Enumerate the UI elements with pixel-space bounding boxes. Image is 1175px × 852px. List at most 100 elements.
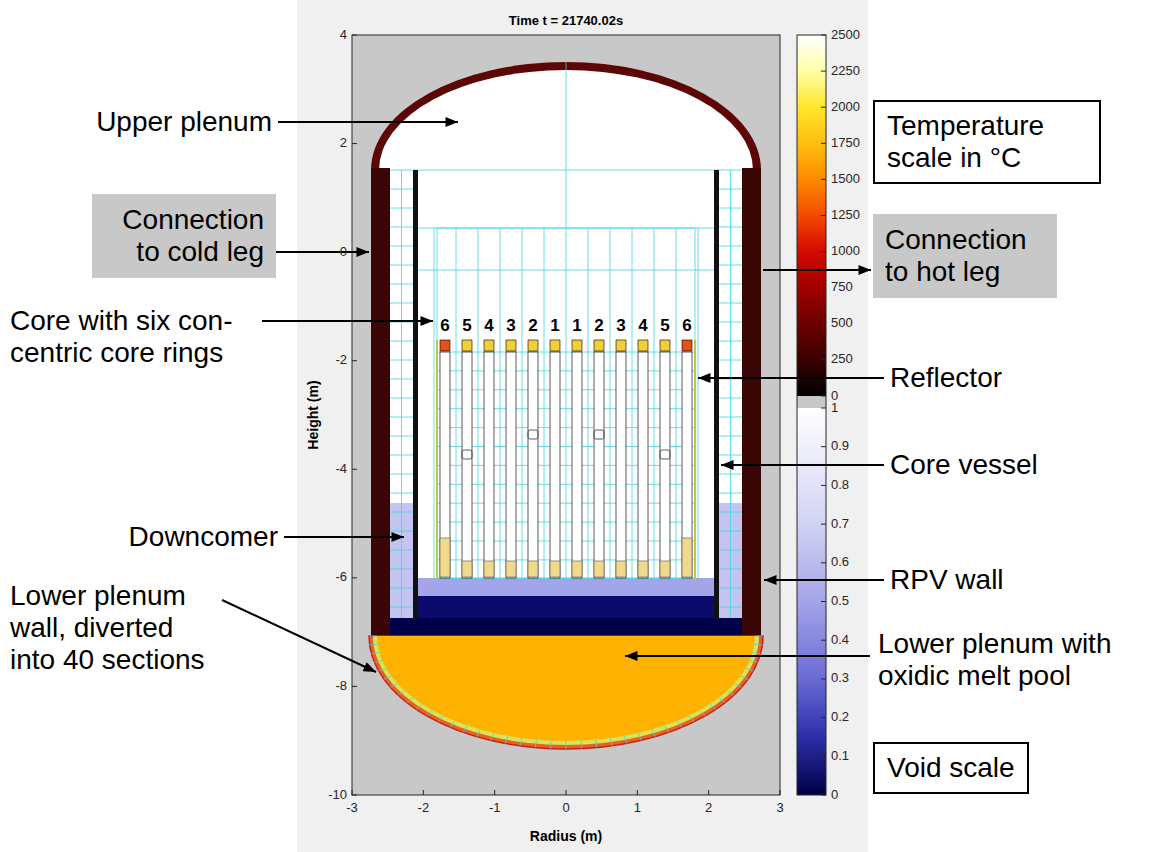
leader-arrow <box>721 464 884 466</box>
reflector-line <box>694 340 696 580</box>
core-ring-number: 2 <box>594 316 603 336</box>
tick-mark <box>821 485 826 486</box>
tick-mark <box>821 396 826 397</box>
fuel-column <box>660 352 670 578</box>
mesh-grid <box>632 228 633 578</box>
tick-mark <box>821 179 826 180</box>
fuel-column <box>572 352 582 578</box>
core-ring-number: 3 <box>506 316 515 336</box>
lower-head-section-line <box>638 733 641 740</box>
fuel-top-cap <box>528 340 538 351</box>
mesh-grid <box>566 228 567 578</box>
core-vessel-wall <box>413 170 418 620</box>
colorbar-frame <box>797 35 826 795</box>
mesh-grid <box>730 170 731 620</box>
tick-mark <box>352 35 357 36</box>
lower-head-section-line <box>689 716 694 722</box>
box-text: Connection to cold leg <box>104 204 264 268</box>
core-ring-number: 2 <box>528 316 537 336</box>
spacer-mark <box>462 450 472 459</box>
colorbar-tick-label: 1000 <box>831 244 860 259</box>
lower-head-section-line <box>384 676 391 679</box>
lower-head-section-line <box>369 636 377 637</box>
part-label: Downcomer <box>129 521 278 553</box>
axis-tick-label: 1 <box>634 801 641 816</box>
lower-head-section-line <box>750 661 758 663</box>
fuel-bottom <box>616 561 626 577</box>
part-label: Core vessel <box>890 449 1038 481</box>
lower-head-section-line <box>438 716 443 722</box>
lower-head-section-line <box>734 684 741 688</box>
leader-arrow <box>262 320 433 322</box>
axis-tick-label: 0 <box>562 801 569 816</box>
fuel-bottom <box>594 561 604 577</box>
axes-background <box>352 35 780 795</box>
part-label: Reflector <box>890 362 1002 394</box>
colorbar-tick-label: 1750 <box>831 136 860 151</box>
lower-head-section-line <box>369 636 763 749</box>
core-vessel-wall <box>714 170 719 620</box>
colorbar-tick-label: 0.4 <box>831 633 849 648</box>
rpv-wall <box>742 168 761 636</box>
tick-mark <box>821 287 826 288</box>
mesh-grid <box>437 578 695 579</box>
tick-mark <box>780 790 781 795</box>
colorbar-tick-label: 2000 <box>831 100 860 115</box>
leader-arrow <box>222 600 376 672</box>
lower-head-section-line <box>665 726 669 733</box>
lower-head-section-line <box>652 730 656 737</box>
fuel-bottom <box>638 561 648 577</box>
fuel-column <box>682 352 692 578</box>
tick-mark <box>352 360 357 361</box>
tick-mark <box>821 601 826 602</box>
mesh-grid <box>676 228 677 578</box>
core-ring-number: 5 <box>462 316 471 336</box>
core-ring-number: 4 <box>484 316 493 336</box>
fuel-top-cap <box>638 340 648 351</box>
lower-head-section-line <box>463 726 467 733</box>
core-bottom-water <box>418 578 714 596</box>
colorbar-tick-label: 750 <box>831 280 853 295</box>
lower-head-section-line <box>550 741 552 749</box>
lower-head-section-line <box>505 736 507 744</box>
tick-mark <box>821 795 826 796</box>
lower-head-section-line <box>398 691 405 695</box>
colorbar-gap <box>797 396 826 408</box>
tick-mark <box>352 686 357 687</box>
fuel-top-cap <box>484 340 494 351</box>
tick-mark <box>352 35 826 795</box>
leader-arrow <box>222 122 884 672</box>
lower-head-section-line <box>427 710 433 716</box>
connection-box: Connection to cold leg <box>92 194 276 278</box>
colorbar-tick-label: 0.6 <box>831 555 849 570</box>
tick-mark <box>821 408 826 409</box>
colorbar-tick-label: 1500 <box>831 172 860 187</box>
fuel-bottom <box>506 561 516 577</box>
fuel-top-cap <box>440 340 450 351</box>
fuel-bottom <box>462 561 472 577</box>
mesh-grid <box>437 228 695 578</box>
axis-tick-label: -8 <box>335 679 347 694</box>
figure-background <box>297 0 868 852</box>
fuel-column <box>506 352 516 578</box>
axis-tick-label: 4 <box>340 28 347 43</box>
box-text: Temperature scale in °C <box>887 110 1087 174</box>
vessel-interior <box>390 168 742 620</box>
fuel-bottom <box>484 561 494 577</box>
fuel-column <box>440 340 692 578</box>
axis-tick-label: -2 <box>418 801 430 816</box>
lower-head-section-line <box>741 676 748 679</box>
mesh-grid <box>654 228 655 578</box>
figure-title: Time t = 21740.02s <box>509 14 623 29</box>
tick-mark <box>821 717 826 718</box>
lower-head-section-line <box>624 736 626 744</box>
tick-mark <box>821 524 826 525</box>
leader-arrow <box>276 251 369 253</box>
colorbar-tick-label: 0.7 <box>831 517 849 532</box>
fuel-bottom <box>550 561 560 577</box>
axis-tick-label: -4 <box>335 462 347 477</box>
lower-plenum-plate <box>390 618 742 636</box>
temperature-colorbar <box>797 35 826 396</box>
tick-mark <box>821 107 826 108</box>
leader-arrow <box>278 121 458 123</box>
